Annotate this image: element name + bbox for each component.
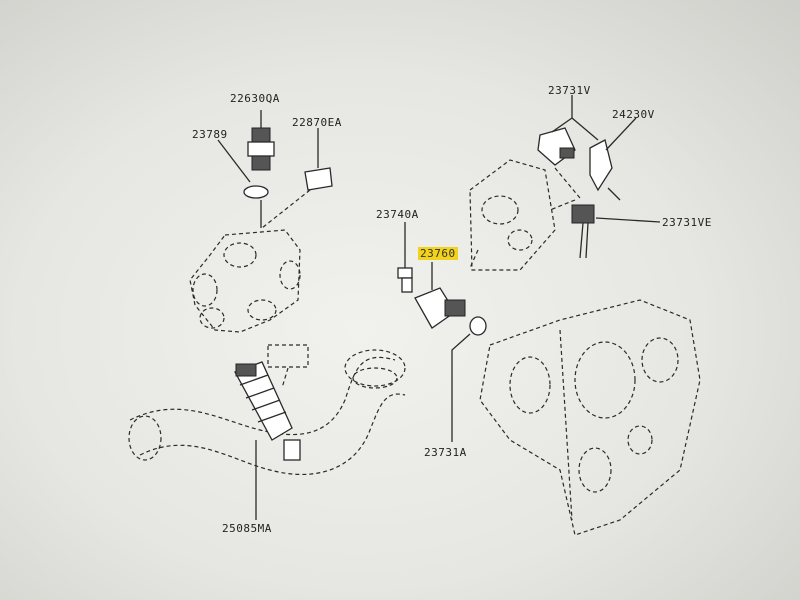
bracket-24230v-drawing bbox=[589, 117, 637, 201]
label-25085ma: 25085MA bbox=[222, 522, 272, 535]
pressure-sensor-25085ma-drawing bbox=[234, 361, 301, 520]
thermostat-housing-drawing bbox=[189, 229, 301, 333]
bolt-23740a-drawing bbox=[397, 222, 413, 293]
label-23789: 23789 bbox=[192, 128, 228, 141]
air-hose-drawing bbox=[128, 344, 406, 476]
label-23740a: 23740A bbox=[376, 208, 419, 221]
label-23731v: 23731V bbox=[548, 84, 591, 97]
cylinder-head-drawing bbox=[469, 159, 556, 271]
connector-23731ve-drawing bbox=[571, 204, 661, 259]
crankshaft-sensor-23760-drawing bbox=[414, 262, 466, 329]
label-23760-highlighted: 23760 bbox=[418, 247, 458, 260]
o-ring-23731a-drawing bbox=[469, 316, 487, 336]
clip-22870ea-drawing bbox=[304, 167, 333, 191]
label-23731a: 23731A bbox=[424, 446, 467, 459]
label-24230v: 24230V bbox=[612, 108, 655, 121]
label-23731ve: 23731VE bbox=[662, 216, 712, 229]
arrow-clip-to-housing bbox=[261, 189, 311, 229]
timing-cover-drawing bbox=[479, 299, 701, 536]
label-22630qa: 22630QA bbox=[230, 92, 280, 105]
leader-23731a bbox=[451, 333, 471, 442]
arrow-sensor-to-connector bbox=[554, 167, 581, 199]
leader-23789 bbox=[217, 139, 251, 183]
coolant-temp-sensor-drawing bbox=[247, 110, 275, 171]
label-22870ea: 22870EA bbox=[292, 116, 342, 129]
arrow-connector-to-head bbox=[549, 199, 576, 211]
o-ring-23789-drawing bbox=[243, 185, 269, 199]
camshaft-sensor-23731v-drawing bbox=[537, 95, 599, 166]
